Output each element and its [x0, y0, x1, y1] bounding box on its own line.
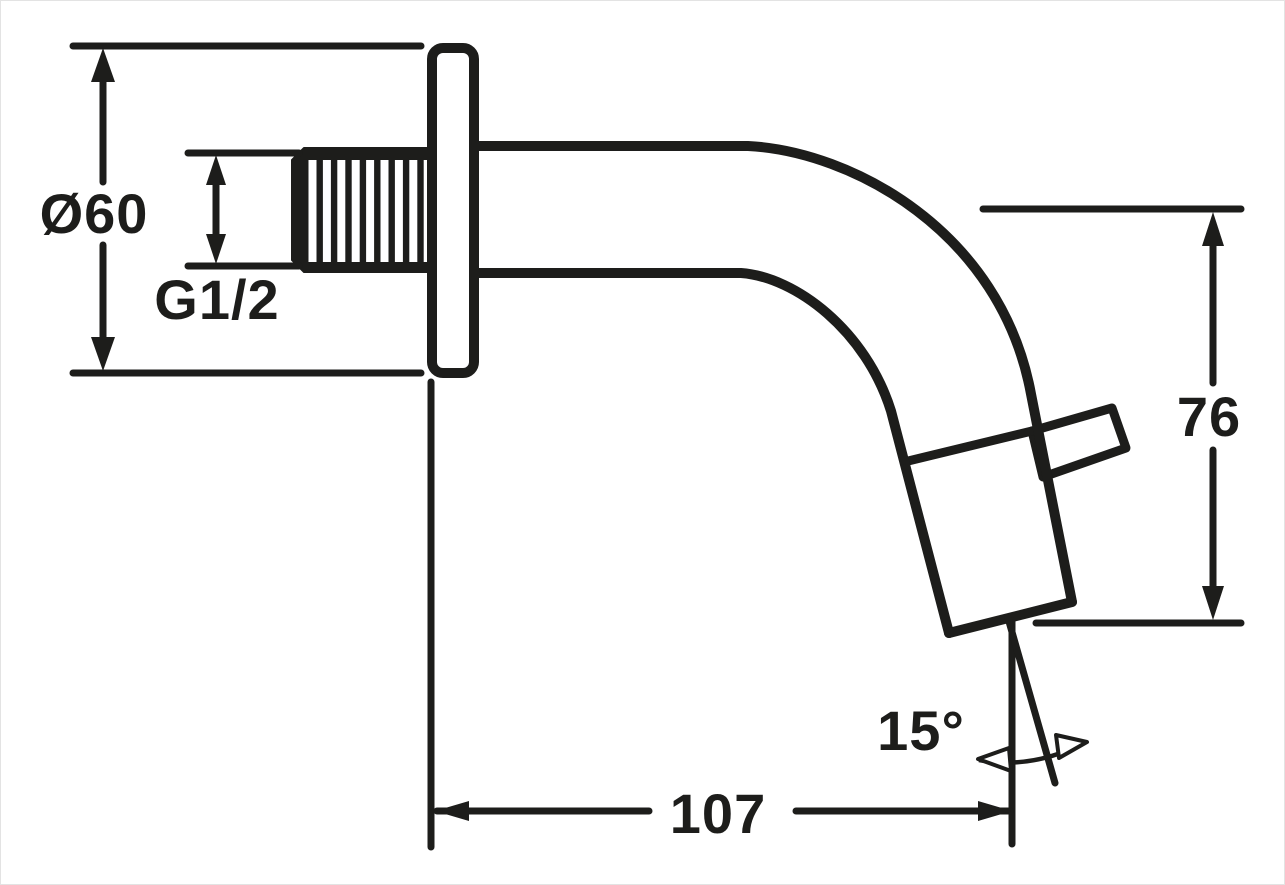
dim-flange-diameter: [69, 42, 425, 377]
dim-label-thread: G1/2: [154, 268, 279, 331]
wall-flange-plate: [427, 43, 479, 378]
dim-spout-reach: [427, 378, 1016, 851]
dim-spout-height: [979, 205, 1245, 627]
spout-inner-contour: [469, 268, 954, 638]
arrowhead-right-icon: [978, 801, 1012, 821]
angle-arrowhead-left-icon: [976, 746, 1013, 773]
dim-label-flange-diameter: Ø60: [40, 182, 149, 245]
arrowhead-down-icon: [1202, 586, 1224, 620]
arrowhead-up-icon: [206, 155, 226, 185]
angle-arrowhead-right-icon: [1054, 733, 1089, 760]
body-seam-line: [899, 426, 1037, 467]
arrowhead-down-icon: [91, 337, 115, 371]
dim-thread: [184, 149, 303, 270]
thread-hatch: [308, 160, 432, 262]
arrowhead-up-icon: [91, 48, 115, 82]
dim-label-spout-reach: 107: [670, 782, 766, 845]
arrowhead-down-icon: [206, 234, 226, 264]
spout-outer-contour: [469, 141, 1077, 607]
arrowhead-up-icon: [1202, 212, 1224, 246]
dim-label-outlet-angle: 15°: [877, 699, 965, 762]
threaded-nipple: [291, 147, 438, 273]
dim-label-spout-height: 76: [1177, 385, 1241, 448]
arrowhead-left-icon: [435, 801, 469, 821]
